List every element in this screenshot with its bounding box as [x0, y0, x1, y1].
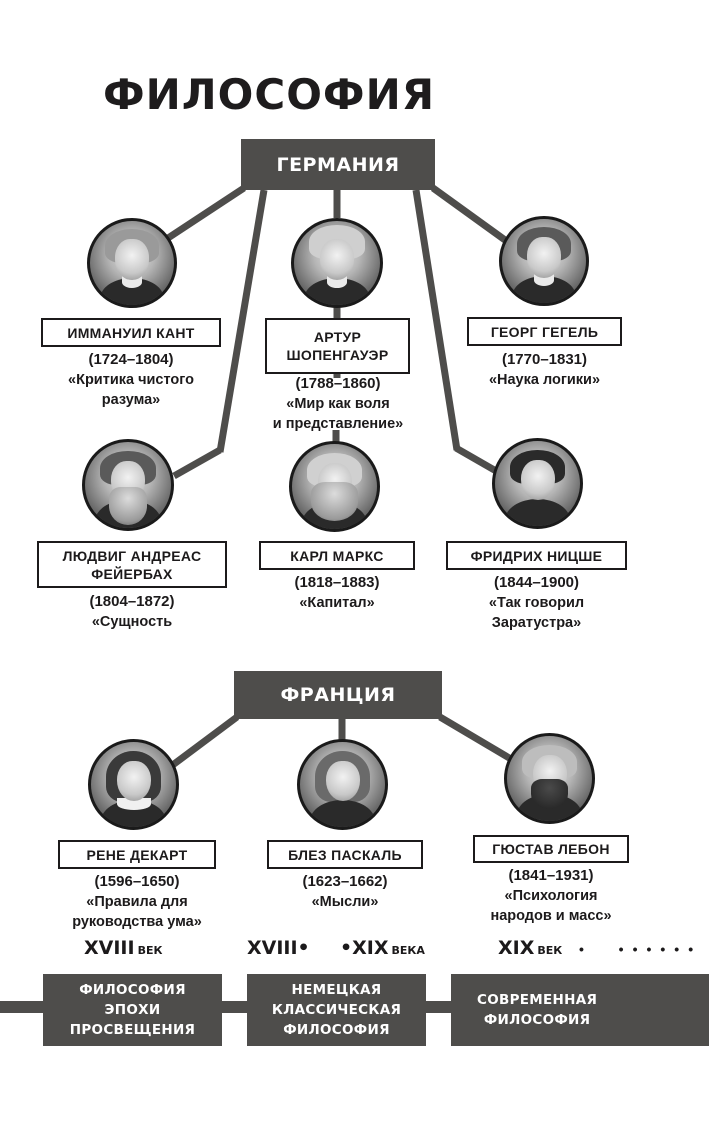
period-label: ПРОСВЕЩЕНИЯ	[69, 1022, 196, 1038]
period-box-enlightenment: ФИЛОСОФИЯ ЭПОХИ ПРОСВЕЩЕНИЯ	[43, 974, 222, 1046]
years: (1818–1883)	[294, 574, 380, 591]
work-title: «Мысли»	[311, 894, 379, 910]
years: (1844–1900)	[493, 574, 580, 591]
philosopher-name: ФЕЙЕРБАХ	[91, 565, 173, 582]
info-lebon: (1841–1931) «Психология народов и масс»	[463, 866, 639, 926]
line-hegel	[430, 185, 508, 243]
years: (1623–1662)	[302, 873, 388, 890]
info-nietzsche: (1844–1900) «Так говорил Заратустра»	[446, 573, 627, 633]
info-kant: (1724–1804) «Критика чистого разума»	[41, 350, 221, 410]
work-title: и представление»	[272, 416, 404, 432]
century-suffix: ВЕКА	[391, 944, 425, 957]
timeline-dots: • ••••••	[579, 941, 703, 957]
philosopher-name: АРТУР	[313, 329, 362, 345]
philosopher-name: ГЕОРГ ГЕГЕЛЬ	[490, 323, 599, 340]
work-title: «Наука логики»	[488, 372, 601, 388]
name-box-kant: ИММАНУИЛ КАНТ	[41, 318, 221, 347]
century-numeral: XIX	[498, 937, 535, 959]
name-box-lebon: ГЮСТАВ ЛЕБОН	[473, 835, 629, 863]
line-lebon	[438, 713, 518, 766]
info-descartes: (1596–1650) «Правила для руководства ума…	[48, 872, 226, 932]
period-label: ЭПОХИ	[104, 1002, 161, 1018]
century-suffix: ВЕК	[137, 944, 163, 957]
century-numeral: XVIII	[84, 937, 135, 959]
name-box-feuerbach: ЛЮДВИГ АНДРЕАС ФЕЙЕРБАХ	[37, 541, 227, 588]
period-label: ФИЛОСОФИЯ	[79, 982, 186, 998]
years: (1841–1931)	[508, 867, 594, 884]
portrait-schopenhauer-icon	[291, 218, 383, 308]
work-title: «Психология	[504, 888, 598, 904]
philosopher-name: БЛЕЗ ПАСКАЛЬ	[288, 846, 402, 863]
years: (1770–1831)	[501, 351, 588, 368]
work-title: «Сущность	[91, 614, 173, 630]
century-label-18-19-start: XVIII•	[247, 937, 310, 959]
period-label: КЛАССИЧЕСКАЯ	[271, 1002, 402, 1018]
info-schopenhauer: (1788–1860) «Мир как воля и представлени…	[250, 374, 426, 434]
portrait-marx-icon	[289, 441, 380, 532]
century-numeral: XVIII•	[247, 937, 310, 959]
work-title: «Критика чистого	[68, 372, 194, 388]
name-box-marx: КАРЛ МАРКС	[259, 541, 415, 570]
period-label: ФИЛОСОФИЯ	[483, 1012, 591, 1028]
work-title: «Правила для	[86, 894, 188, 910]
work-title: руководства ума»	[72, 914, 202, 930]
line-feuerbach-b	[172, 446, 222, 480]
philosopher-name: ШОПЕНГАУЭР	[286, 347, 389, 363]
work-title: народов и масс»	[490, 908, 612, 924]
work-title: «Так говорил	[488, 595, 585, 611]
name-box-schopenhauer: АРТУР ШОПЕНГАУЭР	[265, 318, 410, 374]
philosopher-name: КАРЛ МАРКС	[290, 547, 384, 564]
portrait-pascal-icon	[297, 739, 388, 830]
name-box-pascal: БЛЕЗ ПАСКАЛЬ	[267, 840, 423, 869]
years: (1596–1650)	[94, 873, 180, 890]
portrait-hegel-icon	[499, 216, 589, 306]
philosopher-name: ЛЮДВИГ АНДРЕАС	[62, 547, 202, 564]
line-descartes	[163, 714, 240, 773]
portrait-feuerbach-icon	[82, 439, 174, 531]
philosopher-name: ИММАНУИЛ КАНТ	[67, 324, 195, 341]
century-numeral: •XIX	[340, 937, 389, 959]
name-box-descartes: РЕНЕ ДЕКАРТ	[58, 840, 216, 869]
period-box-modern: СОВРЕМЕННАЯ ФИЛОСОФИЯ	[451, 974, 709, 1046]
work-title: Заратустра»	[491, 615, 582, 631]
period-box-german-classical: НЕМЕЦКАЯ КЛАССИЧЕСКАЯ ФИЛОСОФИЯ	[247, 974, 426, 1046]
years: (1804–1872)	[89, 593, 175, 610]
name-box-hegel: ГЕОРГ ГЕГЕЛЬ	[467, 317, 622, 346]
info-pascal: (1623–1662) «Мысли»	[267, 872, 423, 912]
country-box-germany: ГЕРМАНИЯ	[241, 139, 435, 190]
years: (1724–1804)	[88, 351, 174, 368]
portrait-kant-icon	[87, 218, 177, 308]
name-box-nietzsche: ФРИДРИХ НИЦШЕ	[446, 541, 627, 570]
portrait-descartes-icon	[88, 739, 179, 830]
info-feuerbach: (1804–1872) «Сущность	[37, 592, 227, 632]
portrait-lebon-icon	[504, 733, 595, 824]
philosopher-name: РЕНЕ ДЕКАРТ	[86, 846, 188, 863]
period-label: СОВРЕМЕННАЯ	[477, 992, 598, 1008]
period-label: НЕМЕЦКАЯ	[291, 982, 382, 998]
page-title: ФИЛОСОФИЯ	[103, 70, 436, 119]
line-nietzsche-a	[412, 189, 461, 451]
country-box-france: ФРАНЦИЯ	[234, 671, 442, 719]
portrait-nietzsche-icon	[492, 438, 583, 529]
years: (1788–1860)	[295, 375, 381, 392]
period-label: ФИЛОСОФИЯ	[283, 1022, 390, 1038]
philosopher-name: ГЮСТАВ ЛЕБОН	[492, 841, 610, 857]
century-suffix: ВЕК	[537, 944, 563, 957]
info-hegel: (1770–1831) «Наука логики»	[467, 350, 622, 390]
work-title: разума»	[101, 392, 161, 408]
info-marx: (1818–1883) «Капитал»	[259, 573, 415, 613]
work-title: «Капитал»	[299, 595, 375, 611]
work-title: «Мир как воля	[286, 396, 390, 412]
line-feuerbach-a	[216, 189, 268, 453]
line-kant	[163, 185, 246, 243]
philosopher-name: ФРИДРИХ НИЦШЕ	[470, 547, 603, 564]
